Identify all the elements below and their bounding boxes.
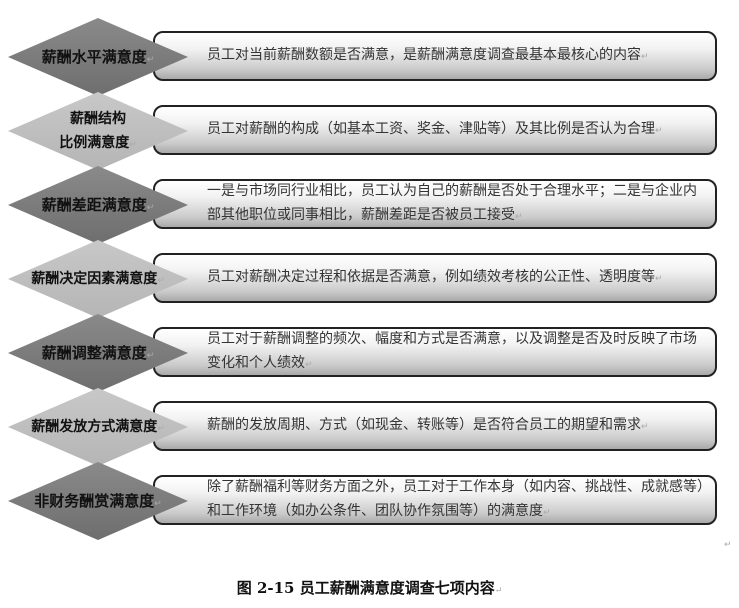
description-box: 除了薪酬福利等财务方面之外，员工对于工作本身（如内容、挑战性、成就感等）和工作环…	[153, 475, 717, 525]
paragraph-mark: ↵	[724, 540, 732, 550]
item-description: 员工对于薪酬调整的频次、幅度和方式是否满意，以及调整是否及时反映了市场变化和个人…	[207, 327, 705, 377]
description-box: 员工对薪酬决定过程和依据是否满意，例如绩效考核的公正性、透明度等	[153, 253, 717, 303]
description-box: 员工对当前薪酬数额是否满意，是薪酬满意度调查最基本最核心的内容	[153, 31, 717, 81]
item-description: 员工对薪酬的构成（如基本工资、奖金、津贴等）及其比例是否认为合理	[207, 117, 705, 143]
survey-item: 除了薪酬福利等财务方面之外，员工对于工作本身（如内容、挑战性、成就感等）和工作环…	[0, 462, 739, 542]
survey-item: 员工对薪酬决定过程和依据是否满意，例如绩效考核的公正性、透明度等 薪酬决定因素满…	[0, 240, 739, 320]
item-description: 员工对当前薪酬数额是否满意，是薪酬满意度调查最基本最核心的内容	[207, 43, 705, 69]
item-label: 薪酬决定因素满意度	[8, 267, 188, 293]
figure-caption: 图 2-15 员工薪酬满意度调查七项内容	[0, 577, 739, 598]
survey-item: 一是与市场同行业相比，员工认为自己的薪酬是否处于合理水平；二是与企业内部其他职位…	[0, 166, 739, 246]
survey-item: 员工对当前薪酬数额是否满意，是薪酬满意度调查最基本最核心的内容 薪酬水平满意度	[0, 18, 739, 98]
item-label: 非财务酬赏满意度	[8, 489, 188, 516]
item-label: 薪酬结构 比例满意度	[8, 107, 188, 157]
survey-item: 薪酬的发放周期、方式（如现金、转账等）是否符合员工的期望和需求 薪酬发放方式满意…	[0, 388, 739, 468]
item-description: 员工对薪酬决定过程和依据是否满意，例如绩效考核的公正性、透明度等	[207, 265, 705, 291]
item-description: 薪酬的发放周期、方式（如现金、转账等）是否符合员工的期望和需求	[207, 413, 705, 439]
item-label: 薪酬水平满意度	[8, 45, 188, 72]
item-label: 薪酬差距满意度	[8, 193, 188, 220]
description-box: 员工对薪酬的构成（如基本工资、奖金、津贴等）及其比例是否认为合理	[153, 105, 717, 155]
survey-item: 员工对薪酬的构成（如基本工资、奖金、津贴等）及其比例是否认为合理 薪酬结构 比例…	[0, 92, 739, 172]
description-box: 一是与市场同行业相比，员工认为自己的薪酬是否处于合理水平；二是与企业内部其他职位…	[153, 179, 717, 229]
item-label: 薪酬调整满意度	[8, 341, 188, 368]
description-box: 薪酬的发放周期、方式（如现金、转账等）是否符合员工的期望和需求	[153, 401, 717, 451]
description-box: 员工对于薪酬调整的频次、幅度和方式是否满意，以及调整是否及时反映了市场变化和个人…	[153, 327, 717, 377]
survey-item: 员工对于薪酬调整的频次、幅度和方式是否满意，以及调整是否及时反映了市场变化和个人…	[0, 314, 739, 394]
item-label: 薪酬发放方式满意度	[8, 415, 188, 441]
item-description: 除了薪酬福利等财务方面之外，员工对于工作本身（如内容、挑战性、成就感等）和工作环…	[207, 475, 705, 525]
item-description: 一是与市场同行业相比，员工认为自己的薪酬是否处于合理水平；二是与企业内部其他职位…	[207, 179, 705, 229]
